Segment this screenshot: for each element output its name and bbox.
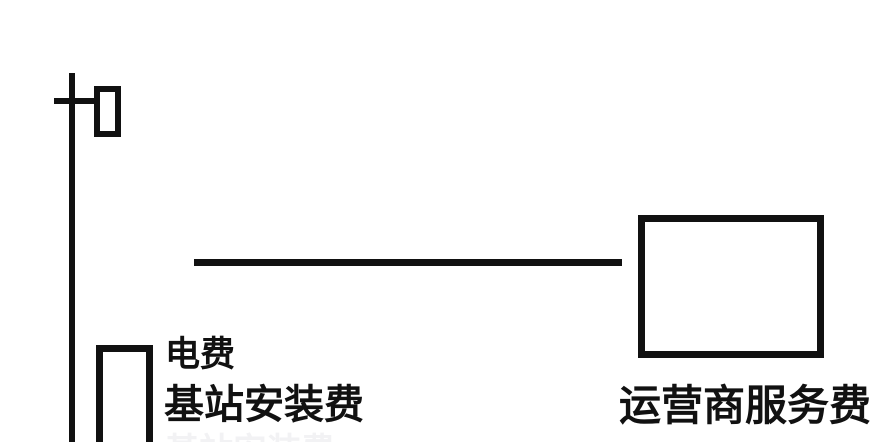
label-electricity-fee: 电费 xyxy=(165,335,236,375)
y-axis-line xyxy=(69,73,75,442)
bar-operator-service-fee xyxy=(638,215,824,358)
label-operator-service-fee: 运营商服务费 xyxy=(619,381,872,430)
y-axis-tick-mark xyxy=(54,98,98,104)
label-base-station-installation-fee: 基站安装费 xyxy=(164,382,364,428)
label-clipped-partial-row: 基站安装费 xyxy=(165,434,335,442)
connector-rule xyxy=(194,259,622,266)
bar-top-left xyxy=(94,86,121,137)
bar-bottom-left xyxy=(96,345,153,442)
